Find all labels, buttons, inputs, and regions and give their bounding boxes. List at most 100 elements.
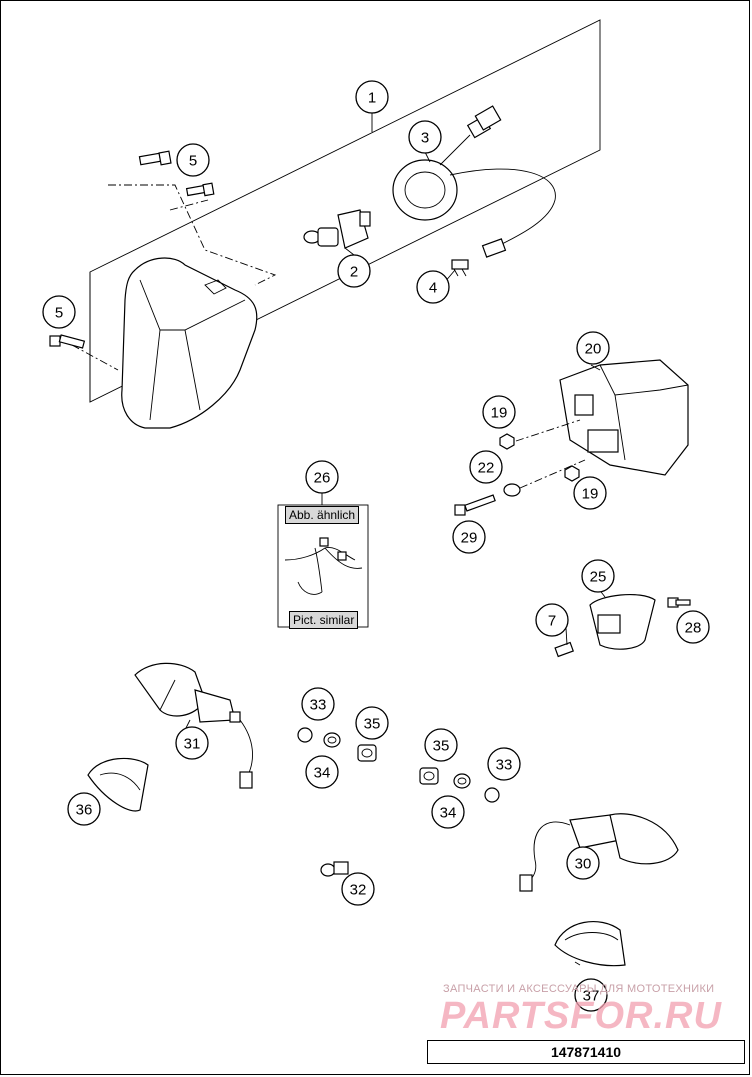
- callout-label: 20: [585, 341, 602, 358]
- callout-label: 26: [314, 470, 331, 487]
- callout-29: 29: [452, 520, 486, 554]
- callout-26: 26: [305, 460, 339, 494]
- callout-circle: [355, 706, 389, 740]
- callout-label: 35: [364, 716, 381, 733]
- inset-label-top: Abb. ähnlich: [285, 506, 360, 524]
- callout-label: 5: [189, 153, 197, 170]
- part-number-box: 147871410: [427, 1040, 745, 1064]
- callout-label: 36: [76, 802, 93, 819]
- headlight-assembly-box: [89, 19, 601, 403]
- washers-nuts-left: [297, 727, 377, 762]
- callout-label: 33: [496, 757, 513, 774]
- callout-label: 35: [433, 738, 450, 755]
- callout-label: 29: [461, 530, 478, 547]
- callout-circle: [42, 295, 76, 329]
- watermark-logo: PARTSFOR.RU: [440, 995, 722, 1037]
- inset-label-bottom: Pict. similar: [289, 611, 359, 629]
- callout-circle: [566, 846, 600, 880]
- callout-7: 7: [535, 603, 569, 637]
- callout-circle: [341, 872, 375, 906]
- wiring-harness-inset: [277, 492, 369, 628]
- tail-light-fasteners: [454, 419, 586, 516]
- callout-label: 32: [350, 882, 367, 899]
- callout-circle: [469, 450, 503, 484]
- turn-signal-lens-left: [87, 757, 149, 812]
- callout-28: 28: [676, 610, 710, 644]
- license-plate-light: [589, 594, 691, 650]
- headlight-housing: [121, 257, 258, 429]
- turn-signal-bulb: [320, 861, 349, 877]
- callout-33: 33: [301, 687, 335, 721]
- callout-label: 4: [429, 280, 437, 297]
- callout-label: 1: [368, 90, 376, 107]
- callout-5: 5: [42, 295, 76, 329]
- callout-4: 4: [416, 270, 450, 304]
- callout-37: 37: [574, 978, 608, 1012]
- callout-label: 37: [583, 988, 600, 1005]
- callout-label: 25: [590, 569, 607, 586]
- callout-2: 2: [337, 254, 371, 288]
- license-bulb: [554, 641, 574, 658]
- callout-circle: [581, 559, 615, 593]
- callout-circle: [67, 792, 101, 826]
- callout-31: 31: [175, 726, 209, 760]
- callout-circle: [431, 795, 465, 829]
- callout-circle: [487, 747, 521, 781]
- callout-3: 3: [408, 120, 442, 154]
- callout-20: 20: [576, 331, 610, 365]
- callout-32: 32: [341, 872, 375, 906]
- callout-34: 34: [431, 795, 465, 829]
- turn-signal-lens-right: [554, 921, 626, 967]
- callout-circle: [424, 728, 458, 762]
- callout-30: 30: [566, 846, 600, 880]
- callout-circle: [573, 476, 607, 510]
- turn-signal-right: [519, 813, 679, 892]
- bolt-5-middle: [185, 182, 215, 197]
- callout-34: 34: [305, 755, 339, 789]
- callout-35: 35: [355, 706, 389, 740]
- callout-circle: [576, 331, 610, 365]
- bolt-5-upper: [138, 150, 172, 166]
- callout-label: 7: [548, 613, 556, 630]
- callout-33: 33: [487, 747, 521, 781]
- callout-circle: [305, 755, 339, 789]
- callout-label: 34: [314, 765, 331, 782]
- callout-25: 25: [581, 559, 615, 593]
- bolt-leader-lines: [71, 184, 277, 371]
- callout-label: 5: [55, 305, 63, 322]
- callout-circle: [452, 520, 486, 554]
- callout-label: 2: [350, 264, 358, 281]
- callout-circle: [176, 143, 210, 177]
- callout-label: 31: [184, 736, 201, 753]
- callout-19: 19: [482, 395, 516, 429]
- parking-bulb: [451, 259, 469, 277]
- callout-circle: [301, 687, 335, 721]
- callout-circle: [676, 610, 710, 644]
- callout-circle: [337, 254, 371, 288]
- callout-circle: [305, 460, 339, 494]
- bulb-holder: [392, 105, 556, 258]
- turn-signal-left: [134, 662, 253, 789]
- callout-circle: [535, 603, 569, 637]
- callout-22: 22: [469, 450, 503, 484]
- callout-35: 35: [424, 728, 458, 762]
- bolt-5-lower: [49, 334, 86, 349]
- callout-label: 22: [478, 460, 495, 477]
- callout-36: 36: [67, 792, 101, 826]
- washers-nuts-right: [419, 767, 500, 803]
- callout-label: 33: [310, 697, 327, 714]
- callout-label: 3: [421, 130, 429, 147]
- callout-circle: [408, 120, 442, 154]
- callout-circle: [355, 80, 389, 114]
- callout-1: 1: [355, 80, 389, 114]
- callout-label: 28: [685, 620, 702, 637]
- callout-label: 34: [440, 805, 457, 822]
- callout-label: 19: [491, 405, 508, 422]
- part-number: 147871410: [550, 1044, 622, 1060]
- callout-circle: [482, 395, 516, 429]
- callout-circle: [175, 726, 209, 760]
- callout-circle: [574, 978, 608, 1012]
